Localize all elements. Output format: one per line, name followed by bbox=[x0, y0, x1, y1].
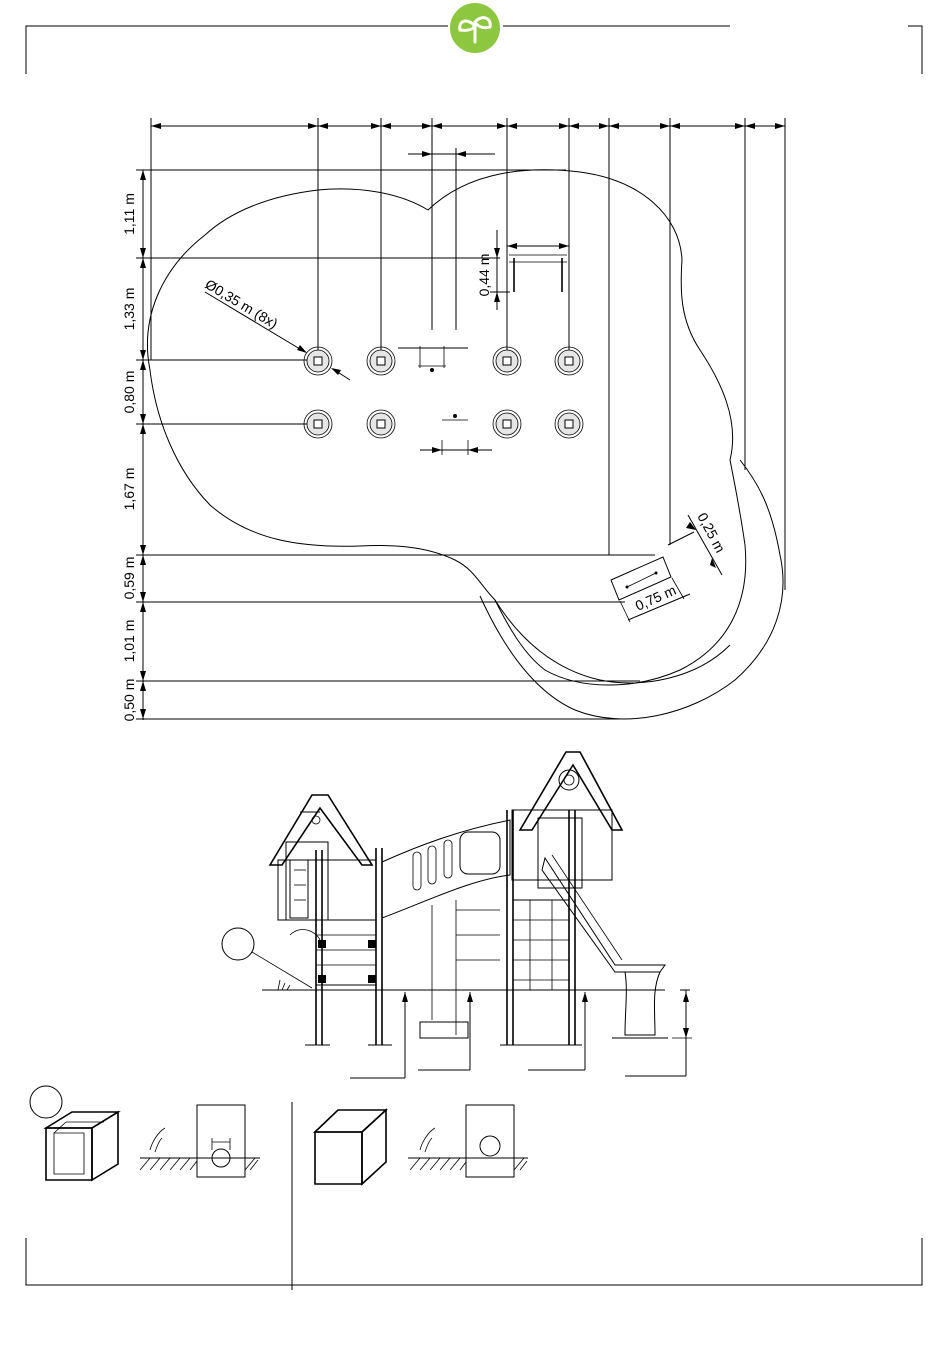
post-foundation bbox=[304, 347, 332, 375]
solid-post-in-ground bbox=[315, 1105, 528, 1184]
post-foundation bbox=[493, 347, 521, 375]
post-foundation bbox=[304, 410, 332, 438]
hollow-tube-icon bbox=[46, 1112, 118, 1180]
small-height-label: 0,44 m bbox=[476, 254, 492, 297]
hollow-tube-in-ground bbox=[46, 1105, 260, 1180]
dim-label-1: 1,11 m bbox=[121, 193, 137, 235]
dim-label-4: 1,67 m bbox=[121, 468, 137, 511]
plan-view: 1,11 m 1,33 m 0,80 m 1,67 m 0,59 m 1,01 … bbox=[121, 118, 785, 721]
post-diameter-label: Ø0,35 m (8x) bbox=[202, 276, 280, 332]
bridge-panel bbox=[382, 820, 510, 1038]
post-foundation bbox=[555, 410, 583, 438]
dim-label-3: 0,80 m bbox=[121, 371, 137, 414]
ground-hatch-left bbox=[140, 1105, 260, 1177]
post-foundation bbox=[367, 347, 395, 375]
page-frame bbox=[26, 26, 922, 1290]
post-foundation bbox=[367, 410, 395, 438]
dim-label-6: 1,01 m bbox=[121, 620, 137, 663]
upper-bar-element: 0,44 m bbox=[476, 230, 569, 310]
brand-logo bbox=[450, 3, 500, 53]
safety-zone bbox=[147, 170, 783, 719]
post-foundations bbox=[304, 347, 583, 438]
post-foundation bbox=[555, 347, 583, 375]
solid-post-icon bbox=[315, 1110, 386, 1184]
elevation-view bbox=[222, 752, 692, 1078]
left-tower bbox=[270, 795, 392, 1045]
left-dimension-chain: 1,11 m 1,33 m 0,80 m 1,67 m 0,59 m 1,01 … bbox=[121, 170, 655, 721]
mid-components bbox=[398, 346, 492, 455]
slide bbox=[542, 855, 668, 1038]
dim-label-2: 1,33 m bbox=[121, 288, 137, 331]
ground-hatch-right bbox=[408, 1105, 528, 1177]
slide-width-label: 0,25 m bbox=[694, 510, 728, 555]
right-tower bbox=[500, 752, 622, 1045]
elevation-depth-dims bbox=[350, 990, 692, 1078]
post-foundation bbox=[493, 410, 521, 438]
detail-section bbox=[30, 1086, 528, 1184]
dim-label-5: 0,59 m bbox=[121, 557, 137, 600]
detail-a-marker bbox=[222, 928, 312, 988]
dim-label-7: 0,50 m bbox=[121, 679, 137, 722]
detail-a-marker bbox=[30, 1086, 62, 1118]
